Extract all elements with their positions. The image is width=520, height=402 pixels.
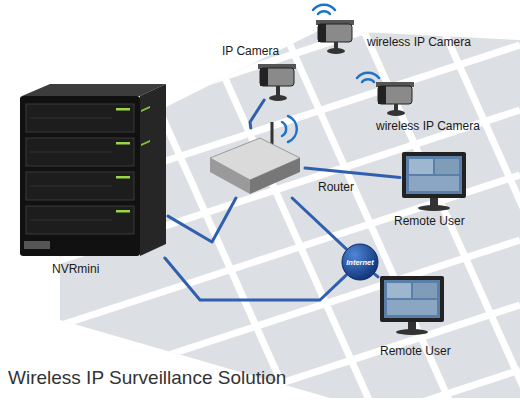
street <box>350 0 520 402</box>
monitor-icon <box>408 322 416 330</box>
nvr-device <box>30 118 112 119</box>
monitor-icon <box>402 152 466 211</box>
monitor-icon <box>380 276 444 322</box>
nvr-device <box>20 84 166 256</box>
device-label: Remote User <box>394 214 465 228</box>
wireless-camera-icon <box>357 73 379 78</box>
ip-camera-icon <box>269 95 287 101</box>
nvr-device <box>140 84 166 256</box>
device-label: IP Camera <box>222 44 279 58</box>
nvr-device <box>116 176 130 179</box>
monitor-icon <box>406 156 462 194</box>
monitor-icon <box>409 159 433 174</box>
monitor-icon <box>387 300 437 315</box>
router-icon <box>271 122 274 146</box>
nvr-device <box>141 106 150 112</box>
ip-camera-icon <box>260 68 268 86</box>
nvr-device <box>26 206 134 234</box>
monitor-icon <box>409 176 459 191</box>
nvr-device <box>24 241 50 249</box>
device-label: NVRmini <box>52 262 99 276</box>
nvr-device <box>116 142 130 145</box>
nvr-device <box>30 152 112 153</box>
nvr-device <box>26 104 134 132</box>
street <box>190 0 370 402</box>
monitor-icon <box>413 283 437 298</box>
router-icon <box>210 158 250 194</box>
wireless-camera-icon <box>327 48 345 54</box>
wireless-camera-icon <box>313 5 335 10</box>
network-cable <box>168 198 236 242</box>
device-node: NVRmini <box>18 86 168 258</box>
nvr-device <box>141 140 150 146</box>
monitor-icon <box>430 198 438 206</box>
network-cable <box>165 258 346 300</box>
nvr-device <box>26 172 134 200</box>
internet-globe: Internet <box>341 243 379 281</box>
wireless-camera-icon <box>357 73 414 116</box>
wireless-camera-icon <box>362 79 374 82</box>
monitor-icon <box>435 159 459 174</box>
device-label: Remote User <box>380 344 451 358</box>
device-label: wireless IP Camera <box>376 119 480 133</box>
network-cable <box>375 274 378 277</box>
street <box>270 0 450 402</box>
device-node: wireless IP Camera <box>370 78 418 118</box>
network-cable <box>250 100 264 128</box>
street <box>0 45 520 215</box>
router-icon <box>282 116 297 142</box>
ip-camera-icon <box>276 86 280 96</box>
wireless-camera-icon <box>378 86 386 104</box>
monitor-icon <box>387 283 411 298</box>
nvr-device <box>26 138 134 166</box>
nvr-device <box>30 186 112 187</box>
wireless-camera-icon <box>318 24 352 42</box>
nvr-device <box>116 210 130 213</box>
wireless-camera-icon <box>387 110 405 116</box>
nvr-device <box>30 220 112 221</box>
device-node: wireless IP Camera <box>310 16 358 56</box>
device-label: Router <box>318 180 354 194</box>
wireless-camera-icon <box>378 86 412 104</box>
network-cable <box>292 198 346 249</box>
monitor-icon <box>384 280 440 318</box>
device-node: IP Camera <box>252 60 302 100</box>
network-cable <box>305 168 400 178</box>
monitor-icon <box>396 329 428 335</box>
router-icon <box>210 116 300 194</box>
wireless-camera-icon <box>357 73 379 82</box>
ip-camera-icon <box>258 64 296 101</box>
device-label: wireless IP Camera <box>367 35 471 49</box>
device-label: Internet <box>341 258 379 267</box>
router-icon <box>282 122 286 136</box>
monitor-icon <box>402 152 466 198</box>
device-node: Router <box>205 128 305 198</box>
street <box>430 0 520 402</box>
wireless-camera-icon <box>313 5 354 54</box>
ip-camera-icon <box>260 68 294 86</box>
router-icon <box>250 158 300 194</box>
wireless-camera-icon <box>318 11 330 14</box>
device-node: Remote User <box>378 274 446 336</box>
diagram-title: Wireless IP Surveillance Solution <box>8 366 286 390</box>
monitor-icon <box>380 276 444 335</box>
nvr-device <box>20 96 140 256</box>
globe-circle <box>342 244 378 280</box>
monitor-icon <box>418 205 450 211</box>
wireless-camera-icon <box>318 24 326 42</box>
nvr-device <box>116 108 130 111</box>
wireless-camera-icon <box>313 5 335 14</box>
router-icon <box>288 116 297 142</box>
connector-group <box>165 100 400 300</box>
device-node: Remote User <box>400 150 468 212</box>
